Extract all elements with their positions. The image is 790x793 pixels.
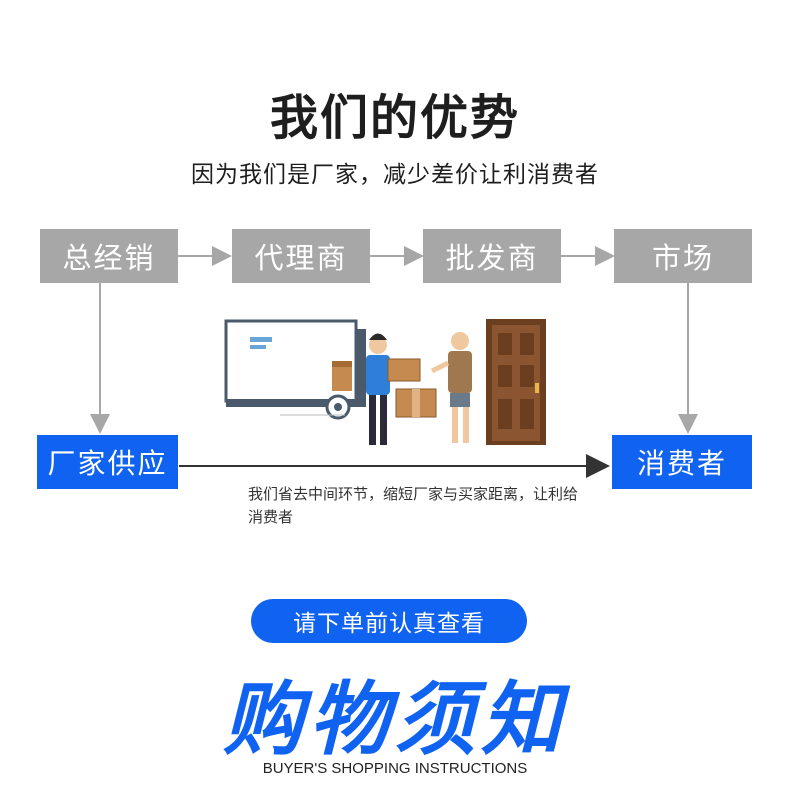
delivery-truck-icon: [224, 319, 366, 420]
chain-box-agent: 代理商: [232, 229, 370, 283]
page-subtitle: 因为我们是厂家，减少差价让利消费者: [191, 162, 599, 188]
consumer-box: 消费者: [612, 435, 752, 489]
delivery-illustration: [224, 319, 546, 445]
shopping-notice-english: BUYER'S SHOPPING INSTRUCTIONS: [262, 760, 528, 777]
direct-note: 我们省去中间环节，缩短厂家与买家距离，让利给消费者: [248, 485, 579, 526]
courier-icon: [366, 333, 390, 445]
chain-box-general-distributor: 总经销: [40, 229, 178, 283]
package-box-icon: [387, 358, 437, 418]
customer-icon: [430, 332, 472, 443]
chain-box-wholesaler: 批发商: [423, 229, 561, 283]
wooden-door-icon: [486, 319, 546, 445]
shopping-notice-title: 购物须知: [223, 673, 567, 766]
page-title: 我们的优势: [269, 90, 520, 146]
chain-box-market: 市场: [614, 229, 752, 283]
notice-pill: 请下单前认真查看: [251, 599, 527, 643]
supplier-box: 厂家供应: [37, 435, 178, 489]
